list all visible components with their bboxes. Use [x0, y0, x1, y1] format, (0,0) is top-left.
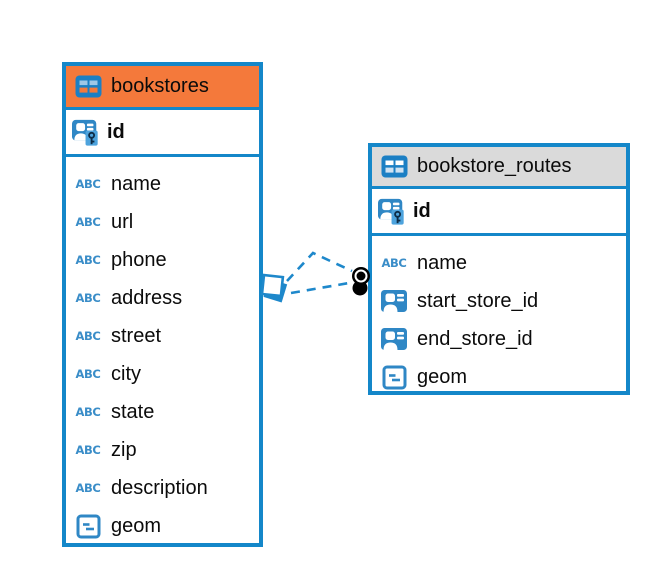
column-name: name	[417, 251, 468, 274]
column-name: address	[111, 286, 183, 309]
text-abc-icon: ABC	[75, 253, 101, 267]
column-row-name[interactable]: ABC name	[74, 165, 259, 203]
text-abc-icon: ABC	[75, 291, 101, 305]
column-name: geom	[417, 365, 468, 388]
column-name: zip	[111, 438, 137, 461]
column-name: end_store_id	[417, 327, 533, 350]
text-abc-icon: ABC	[75, 177, 101, 191]
relationship-line-2[interactable]	[290, 281, 350, 295]
primary-key-section: id	[372, 189, 626, 236]
reference-icon	[380, 289, 408, 313]
column-row-state[interactable]: ABC state	[74, 393, 259, 431]
text-abc-icon: ABC	[381, 256, 407, 270]
entity-table-bookstore-routes[interactable]: bookstore_routes id ABC name start_store_i…	[368, 143, 630, 395]
column-name: id	[107, 120, 125, 143]
column-row-street[interactable]: ABC street	[74, 317, 259, 355]
column-row-zip[interactable]: ABC zip	[74, 431, 259, 469]
column-name: geom	[111, 514, 162, 537]
column-row-id[interactable]: id	[72, 117, 259, 147]
column-row-end_store_id[interactable]: end_store_id	[380, 320, 626, 358]
column-row-description[interactable]: ABC description	[74, 469, 259, 507]
table-icon	[74, 75, 102, 98]
table-header-bookstores[interactable]: bookstores	[66, 66, 259, 110]
geometry-icon	[380, 365, 408, 390]
table-header-bookstore-routes[interactable]: bookstore_routes	[372, 147, 626, 189]
table-icon	[380, 155, 408, 178]
text-abc-icon: ABC	[75, 329, 101, 343]
column-row-start_store_id[interactable]: start_store_id	[380, 282, 626, 320]
primary-key-section: id	[66, 110, 259, 157]
column-row-address[interactable]: ABC address	[74, 279, 259, 317]
reference-icon	[380, 327, 408, 351]
text-abc-icon: ABC	[75, 481, 101, 495]
column-row-geom[interactable]: geom	[74, 507, 259, 545]
column-row-id[interactable]: id	[378, 196, 626, 226]
column-name: phone	[111, 248, 167, 271]
relationship-line-1[interactable]	[286, 251, 353, 282]
text-abc-icon: ABC	[75, 367, 101, 381]
relationship-source-marker[interactable]	[260, 273, 288, 303]
text-abc-icon: ABC	[75, 215, 101, 229]
column-name: description	[111, 476, 208, 499]
column-row-phone[interactable]: ABC phone	[74, 241, 259, 279]
column-name: url	[111, 210, 134, 233]
column-name: state	[111, 400, 155, 423]
primary-key-icon	[378, 197, 406, 226]
column-row-url[interactable]: ABC url	[74, 203, 259, 241]
column-name: name	[111, 172, 162, 195]
primary-key-icon	[72, 118, 100, 147]
column-row-city[interactable]: ABC city	[74, 355, 259, 393]
column-name: street	[111, 324, 162, 347]
text-abc-icon: ABC	[75, 443, 101, 457]
table-title: bookstore_routes	[417, 155, 572, 177]
column-name: start_store_id	[417, 289, 539, 312]
column-row-geom[interactable]: geom	[380, 358, 626, 396]
geometry-icon	[74, 514, 102, 539]
column-name: id	[413, 199, 431, 222]
table-title: bookstores	[111, 75, 209, 97]
column-name: city	[111, 362, 141, 385]
text-abc-icon: ABC	[75, 405, 101, 419]
column-row-name[interactable]: ABC name	[380, 244, 626, 282]
